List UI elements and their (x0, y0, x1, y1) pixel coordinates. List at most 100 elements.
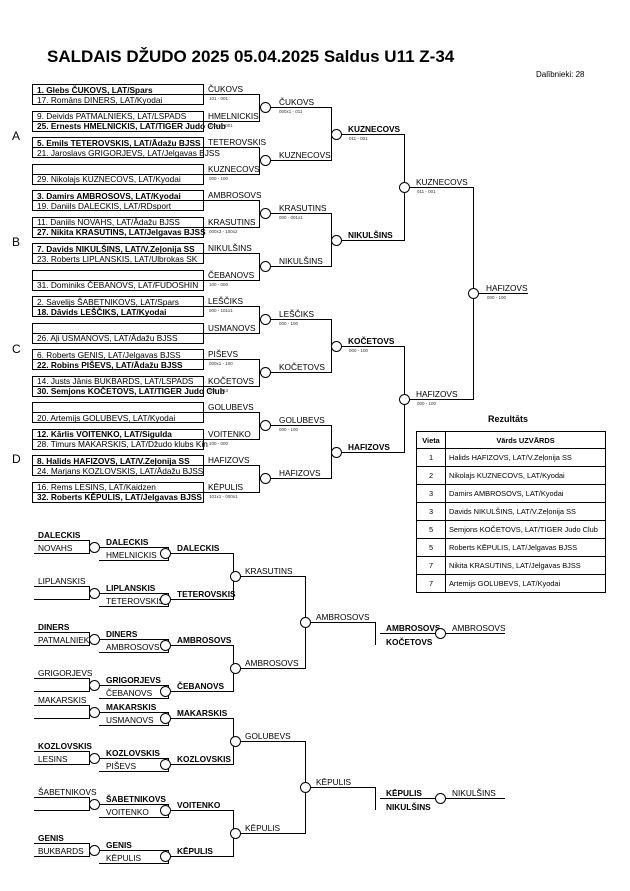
group-label-b: B (12, 235, 21, 249)
round1-score: 000x3 - 100x2 (209, 228, 238, 234)
round1-winner: KOČETOVS (208, 375, 254, 386)
participant-entry: 31. Dominiks ČEBANOVS, LAT/FUDOSHIN (37, 280, 199, 291)
bracket-line (32, 226, 204, 228)
repechage-r2-opponent: ČEBANOVS (106, 687, 153, 698)
result-name: Roberts KĒPULIS, LAT/Jelgavas BJSS (445, 538, 606, 557)
repechage-r1-winner: DALECKIS (106, 536, 149, 547)
bracket-line (204, 359, 259, 361)
bracket-line (32, 438, 204, 440)
round1-winner: HAFIZOVS (208, 455, 250, 466)
page-title: SALDAIS DŽUDO 2025 05.04.2025 Saldus U11… (47, 47, 455, 66)
bracket-line (204, 200, 259, 202)
repechage-r1-winner: MAKARSKIS (106, 701, 157, 712)
participant-entry: 23. Roberts LIPLANSKIS, LAT/Ulbrokas SK (37, 253, 198, 264)
repechage-entrant: MAKARSKIS (38, 695, 87, 705)
bracket-line (204, 412, 259, 414)
round2-winner: KOČETOVS (279, 362, 325, 373)
bracket-line (310, 622, 376, 623)
round1-winner: LEŠČIKS (208, 296, 244, 307)
repechage-r2-winner: AMBROSOVS (177, 635, 232, 645)
repechage-r3-winner: KĒPULIS (245, 823, 281, 833)
final-score: 000 - 100 (487, 294, 507, 300)
round1-score: 000 - 100 (209, 175, 229, 181)
repechage-entrant: GRIGORJEVS (38, 668, 93, 678)
participant-entry: 20. Artemijs GOLUBEVS, LAT/Kyodai (37, 412, 176, 423)
result-place: 5 (416, 520, 446, 539)
repechage-r2-opponent: PIŠEVS (106, 760, 136, 771)
repechage-entrant: PATMALNIEKS (38, 635, 95, 645)
bracket-line (170, 645, 233, 646)
repechage-entrant: BUKBARDS (38, 846, 84, 856)
round1-winner: PIŠEVS (208, 349, 238, 360)
semifinal-score: 011 - 001 (417, 188, 436, 194)
bracket-line (204, 147, 259, 149)
bracket-line (240, 833, 306, 834)
round3-score: 011 - 001 (349, 135, 368, 141)
round1-winner: KRASUTINS (208, 216, 256, 227)
round3-winner: HAFIZOVS (348, 441, 390, 452)
bracket-line (380, 633, 435, 634)
results-header-place: Vieta (416, 431, 446, 449)
result-name: Damirs AMBROSOVS, LAT/Kyodai (445, 484, 606, 503)
bracket-line (34, 586, 89, 587)
bracket-line (341, 451, 405, 453)
participant-entry: 8. Halids HAFIZOVS, LAT/V.Zeļonija SS (37, 455, 190, 466)
participant-entry: 14. Justs Jānis BUKBARDS, LAT/LSPADS (37, 376, 194, 386)
repechage-entrant: DINERS (38, 622, 70, 632)
results-header-name: Vārds UZVĀRDS (445, 431, 606, 449)
repechage-r1-winner: KOZLOVSKIS (106, 747, 160, 758)
bracket-line (99, 711, 169, 713)
participant-entry: 29. Nikolajs KUZNECOVS, LAT/Kyodai (37, 174, 181, 185)
bracket-line (204, 173, 259, 175)
participant-entry: 9. Deivids PATMALNIEKS, LAT/LSPADS (37, 111, 187, 121)
bracket-line (99, 684, 169, 686)
participant-entry: 12. Kārlis VOITENKO, LAT/Sigulda (37, 429, 172, 439)
repechage-r2-opponent: VOITENKO (106, 806, 149, 817)
round1-winner: ČEBANOVS (208, 269, 255, 280)
bracket-line (32, 120, 204, 122)
bracket-line (259, 253, 260, 281)
bracket-line (204, 94, 259, 96)
result-place: 5 (416, 538, 446, 557)
result-place: 3 (416, 502, 446, 521)
bracket-line (34, 678, 89, 679)
bracket-line (34, 718, 89, 719)
repechage-entrant: LESINS (38, 754, 68, 764)
bracket-line (99, 803, 169, 805)
participant-entry: 22. Robins PIŠEVS, LAT/Ādažu BJSS (37, 359, 183, 370)
participant-entry: 25. Ernests HMELNICKIS, LAT/TIGER Judo C… (37, 121, 226, 132)
bracket-line (204, 332, 259, 334)
bracket-line (204, 306, 259, 308)
round1-winner: NIKULŠINS (208, 243, 252, 254)
round2-winner: GOLUBEVS (279, 415, 325, 426)
bronze-winner: AMBROSOVS (452, 623, 506, 633)
participant-entry: 19. Daniils DALECKIS, LAT/RDsport (37, 200, 172, 211)
repechage-r1-winner: DINERS (106, 628, 138, 639)
participant-entry: 24. Marjans KOZLOVSKIS, LAT/Ādažu BJSS (37, 465, 204, 476)
repechage-r2-winner: DALECKIS (177, 543, 220, 553)
bracket-line (99, 592, 169, 594)
repechage-entrant: KOZLOVSKIS (38, 741, 92, 751)
bracket-line (32, 332, 204, 334)
round1-score: 000x1 - 100 (209, 361, 233, 367)
bracket-line (32, 491, 204, 493)
repechage-r3-winner: GOLUBEVS (245, 731, 291, 741)
bracket-line (34, 810, 89, 811)
semifinal-winner: KUZNECOVS (416, 176, 468, 187)
repechage-r2-opponent: KĒPULIS (106, 852, 142, 863)
round1-winner: TETEROVSKIS (208, 137, 267, 148)
round2-winner: KUZNECOVS (279, 150, 331, 161)
participant-entry: 2. Saveliјs ŠABETNIKOVS, LAT/Spars (37, 296, 179, 307)
repechage-r3-winner: KRASUTINS (245, 566, 293, 576)
repechage-r2-winner: TETEROVSKIS (177, 589, 236, 599)
bracket-line (270, 425, 332, 427)
repechage-entrant: LIPLANSKIS (38, 576, 86, 586)
result-place: 7 (416, 556, 446, 575)
bracket-line (240, 576, 306, 577)
bracket-line (99, 559, 169, 561)
semifinal-score: 000 - 100 (417, 400, 437, 406)
round3-winner: KOČETOVS (348, 335, 395, 346)
